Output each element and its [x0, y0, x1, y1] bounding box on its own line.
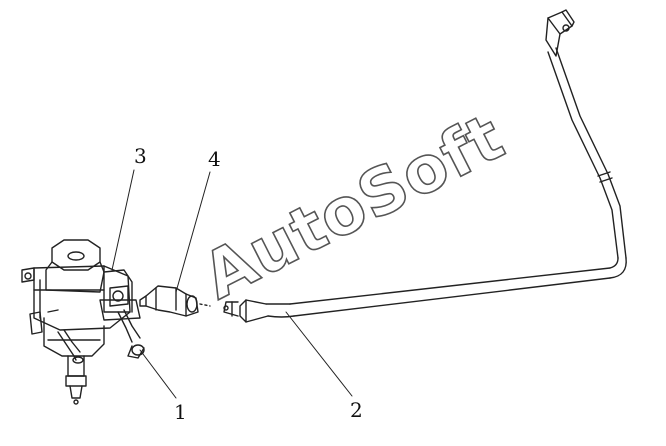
elbow-connector: [139, 285, 211, 317]
leader-1: [139, 349, 177, 399]
leader-lines: [111, 169, 353, 399]
callout-1: 1: [174, 400, 187, 424]
tube-assembly: [223, 9, 627, 323]
valve-body: [21, 239, 141, 405]
callout-2: 2: [350, 398, 363, 422]
leader-4: [175, 171, 211, 293]
callout-3: 3: [134, 144, 147, 168]
leader-3: [111, 169, 135, 271]
leader-2: [285, 311, 353, 397]
handle-lever: [117, 309, 145, 359]
watermark-text: AutoSoft: [192, 100, 516, 314]
callout-4: 4: [208, 147, 221, 171]
